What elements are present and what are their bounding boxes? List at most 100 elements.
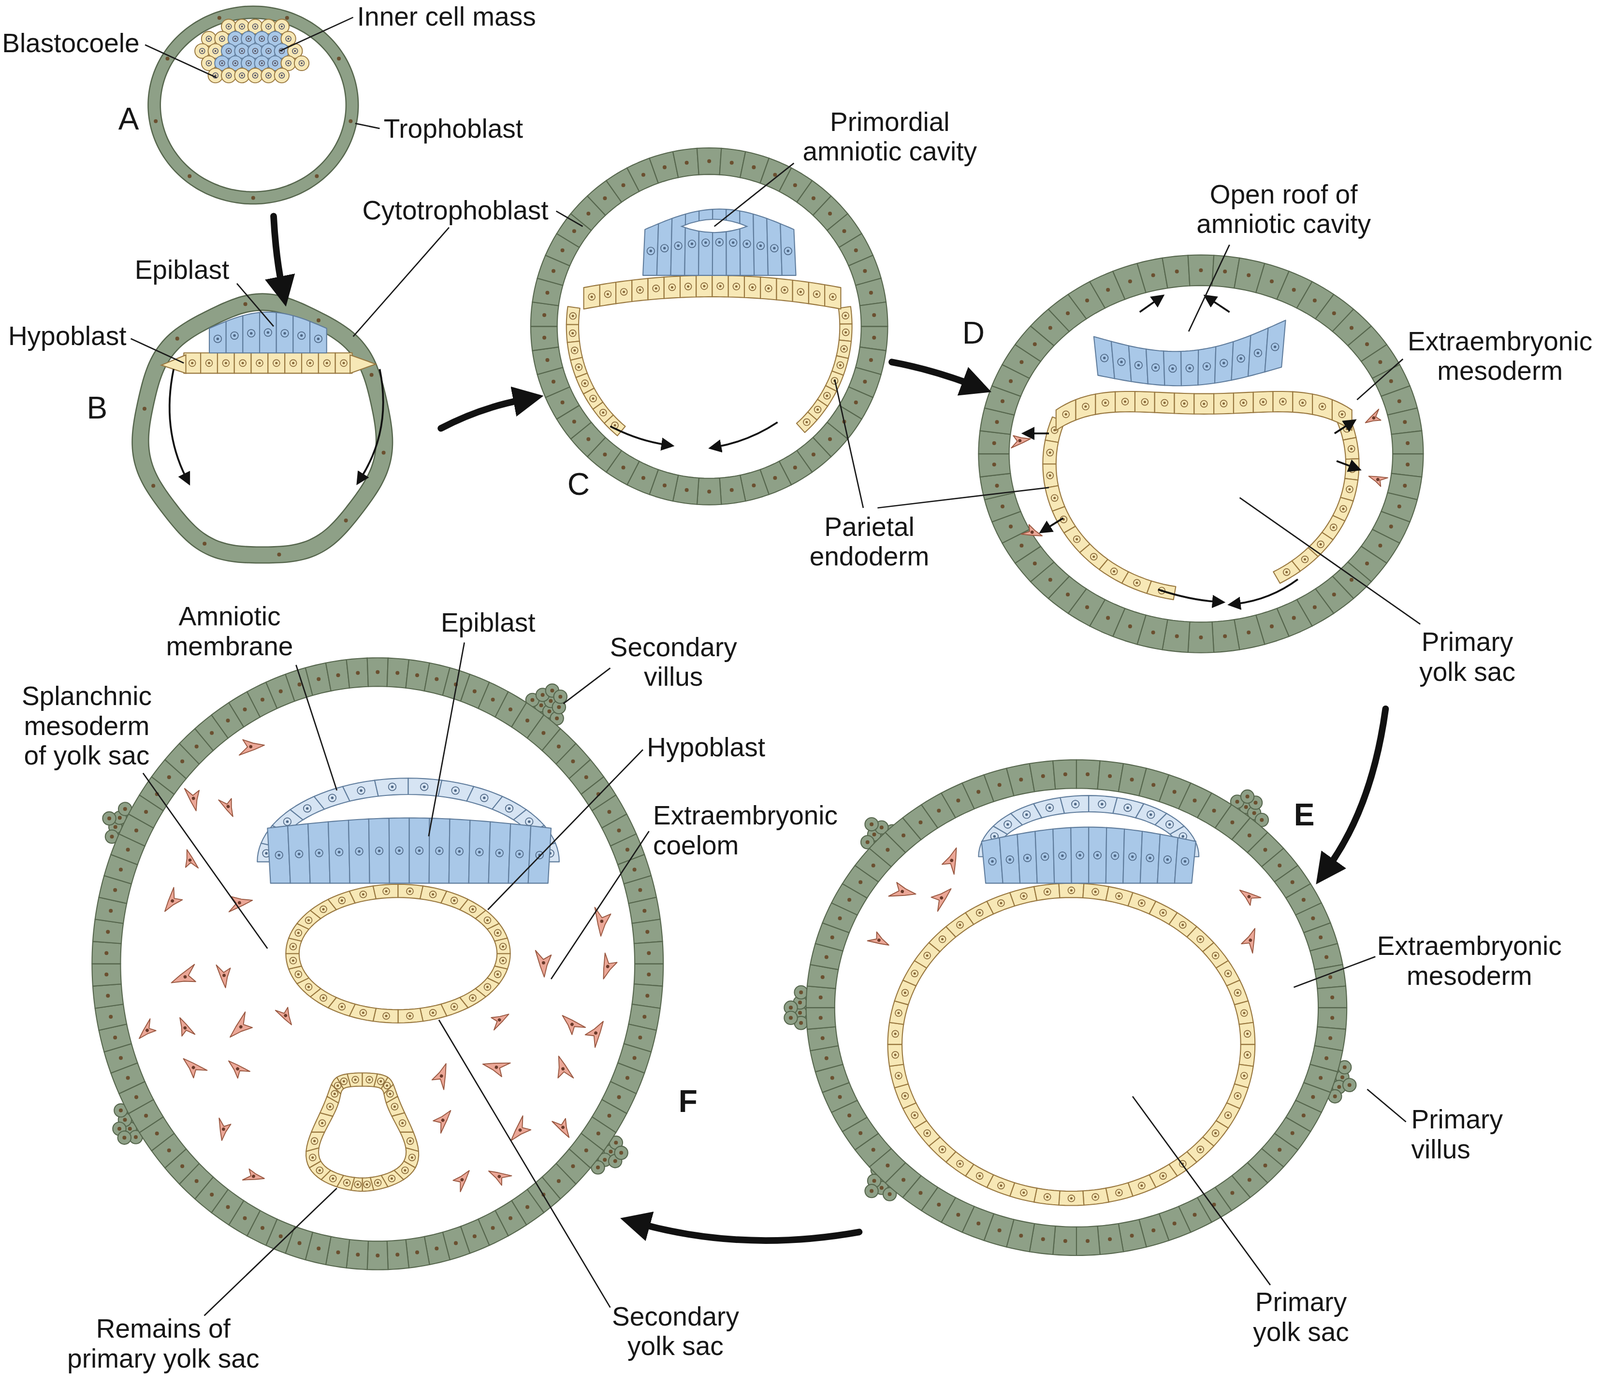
villus-nucleolus (872, 1179, 877, 1184)
primary-yolk-sac-remains-nucleus (363, 1181, 371, 1189)
hypoblast-nucleus (1121, 398, 1129, 406)
hypoblast-nucleus (340, 359, 348, 367)
amniotic-membrane-nucleus (1003, 820, 1012, 829)
epiblast-nucleus (1168, 364, 1177, 373)
inner-cell (274, 68, 290, 83)
mesoderm-cell-nucleus (459, 1177, 465, 1182)
cytotrophoblast-nucleolus (871, 863, 876, 868)
cytotrophoblast-nucleolus (818, 995, 823, 1000)
hypoblast-cell (615, 280, 632, 305)
hypoblast-cell (680, 275, 697, 298)
primary-yolk-sac-nucleus (911, 1112, 918, 1120)
mesoderm-cell-body (237, 737, 266, 756)
cytotrophoblast-nucleolus (1402, 420, 1407, 424)
hypoblast-cell (1134, 391, 1155, 413)
hypoblast-cell (824, 284, 841, 309)
hypoblast-nucleus (829, 293, 837, 301)
epiblast-nucleus (1185, 364, 1194, 373)
epiblast-nucleus (1005, 856, 1014, 864)
cytotrophoblast-cell (405, 1236, 430, 1269)
epiblast-nucleolus (300, 334, 303, 337)
hypoblast-cell (728, 275, 745, 298)
cytotrophoblast-nucleolus (556, 1179, 561, 1184)
epiblast-nucleus (475, 848, 484, 857)
secondary-yolk-sac-nucleus (382, 887, 390, 895)
hypoblast-nucleolus (606, 292, 610, 296)
secondary-yolk-sac-nucleolus (486, 986, 489, 989)
epiblast (981, 827, 1196, 884)
amniotic-membrane-cell (1060, 795, 1089, 814)
villus-nucleolus (788, 1016, 793, 1020)
epiblast-nucleus (1111, 852, 1120, 860)
growth-arrow (1334, 424, 1350, 434)
inner-cell-nucleolus (300, 62, 303, 65)
primary-yolk-sac-remains-nucleolus (356, 1183, 360, 1186)
primary-yolk-sac-remains-nucleolus (342, 1080, 346, 1083)
leader-line (1239, 497, 1421, 625)
cytotrophoblast-nucleolus (638, 888, 642, 893)
epiblast-nucleolus (518, 852, 521, 856)
epiblast-cell (267, 826, 291, 884)
mesoderm-cell (485, 1165, 512, 1188)
secondary-yolk-sac-nucleolus (501, 959, 505, 962)
secondary-yolk-sac-nucleus (338, 1003, 346, 1011)
cytotrophoblast-nucleolus (1085, 298, 1090, 303)
primary-yolk-sac-nucleus (911, 970, 918, 978)
epiblast-cell (226, 315, 244, 353)
mesoderm-cell (168, 964, 202, 991)
cytotrophoblast-nucleolus (336, 673, 341, 678)
villus-cell (784, 1011, 798, 1025)
cytotrophoblast-nucleolus (646, 951, 651, 956)
epiblast-cell (309, 321, 327, 353)
primary-yolk-sac-nucleolus (978, 911, 981, 915)
parietal-endoderm-nucleus (1339, 505, 1347, 513)
epiblast-cell (999, 834, 1021, 884)
cytotrophoblast-nucleolus (1018, 777, 1023, 782)
epiblast-cell (1105, 828, 1125, 884)
cytotrophoblast-nucleolus (662, 483, 667, 488)
epiblast-cell (468, 820, 491, 884)
mesoderm-cell (582, 1017, 610, 1048)
cytotrophoblast-nucleolus (847, 898, 852, 902)
mesoderm-cell-nucleus (222, 974, 226, 978)
villus-nucleolus (879, 825, 884, 830)
cytotrophoblast-nucleolus (918, 1191, 923, 1196)
mesoderm-cell-nucleus (251, 1174, 256, 1179)
epiblast-nucleolus (1103, 356, 1106, 360)
mesoderm-cell (275, 1003, 297, 1029)
cytotrophoblast-cell (387, 658, 409, 689)
epiblast-nucleolus (458, 850, 461, 853)
parietal-endoderm-nucleus (1090, 553, 1098, 561)
inner-cell-nucleus (285, 36, 291, 42)
mesoderm-cell-body (505, 1116, 535, 1147)
secondary-yolk-sac-nucleolus (297, 973, 300, 976)
primary-yolk-sac-remains-nucleolus (393, 1105, 396, 1108)
epiblast-cell (508, 824, 531, 884)
hypoblast-cell (760, 276, 777, 300)
amniotic-membrane-nucleus (1165, 820, 1174, 829)
epiblast-nucleolus (731, 241, 735, 244)
secondary-yolk-sac-nucleus (450, 1003, 458, 1011)
hypoblast-nucleolus (1202, 402, 1206, 406)
mesoderm-cell-body (224, 1012, 257, 1044)
cytotrophoblast-nucleolus (1405, 441, 1410, 446)
mesoderm-cell (242, 1168, 266, 1185)
primary-yolk-sac-nucleolus (1214, 1132, 1217, 1135)
parietal-endoderm-nucleolus (825, 394, 829, 397)
epiblast-nucleolus (1131, 855, 1134, 859)
parietal-endoderm-nucleus (589, 395, 597, 403)
hypoblast-nucleus (1200, 400, 1208, 408)
primary-yolk-sac-remains-nucleolus (311, 1156, 314, 1160)
mesoderm-cell-body (224, 1056, 250, 1082)
villus-nucleolus (113, 825, 118, 830)
epiblast-cell (1034, 829, 1055, 884)
cytotrophoblast-nucleolus (997, 783, 1002, 787)
primary-yolk-sac-nucleus (1159, 909, 1167, 917)
mesoderm-cell-nucleus (225, 804, 231, 809)
hypoblast-nucleus (222, 359, 230, 367)
cytotrophoblast-nucleolus (395, 670, 400, 675)
primary-yolk-sac-nucleus (1212, 1130, 1220, 1137)
structure-label: Extraembryonic mesoderm (1372, 931, 1567, 991)
hypoblast-nucleus (1259, 398, 1267, 406)
cytotrophoblast-nucleolus (1277, 863, 1282, 868)
